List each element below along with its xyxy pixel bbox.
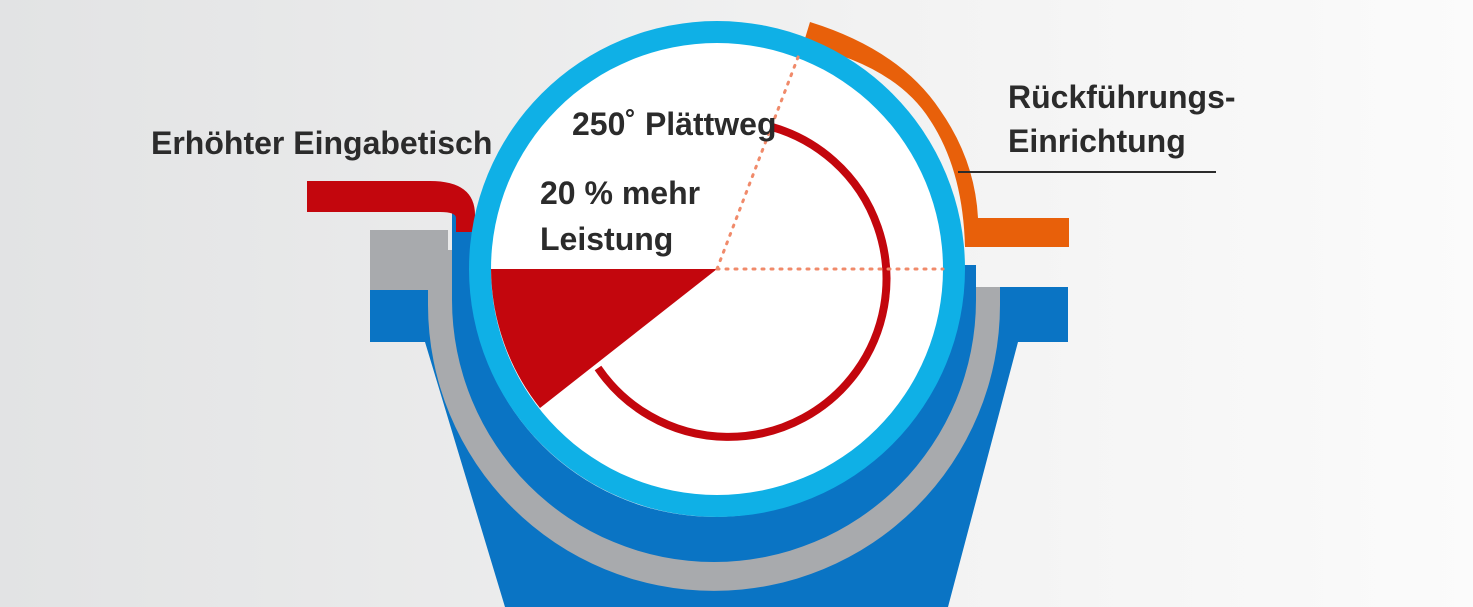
- feed-table-label: Erhöhter Eingabetisch: [151, 125, 492, 161]
- performance-label-line1: 20 % mehr: [540, 175, 700, 211]
- ironing-path-arc: [594, 123, 891, 441]
- padding-layer: [370, 230, 1000, 591]
- performance-label-line2: Leistung: [540, 221, 673, 257]
- ironing-path-label: 250˚ Plättweg: [572, 106, 777, 142]
- dotted-radius-top: [715, 50, 802, 271]
- feed-table: [307, 181, 475, 232]
- return-device: [803, 22, 1069, 247]
- return-device-label-line1: Rückführungs-: [1008, 79, 1236, 115]
- return-device-label-line2: Einrichtung: [1008, 123, 1186, 159]
- performance-sector: [491, 269, 717, 408]
